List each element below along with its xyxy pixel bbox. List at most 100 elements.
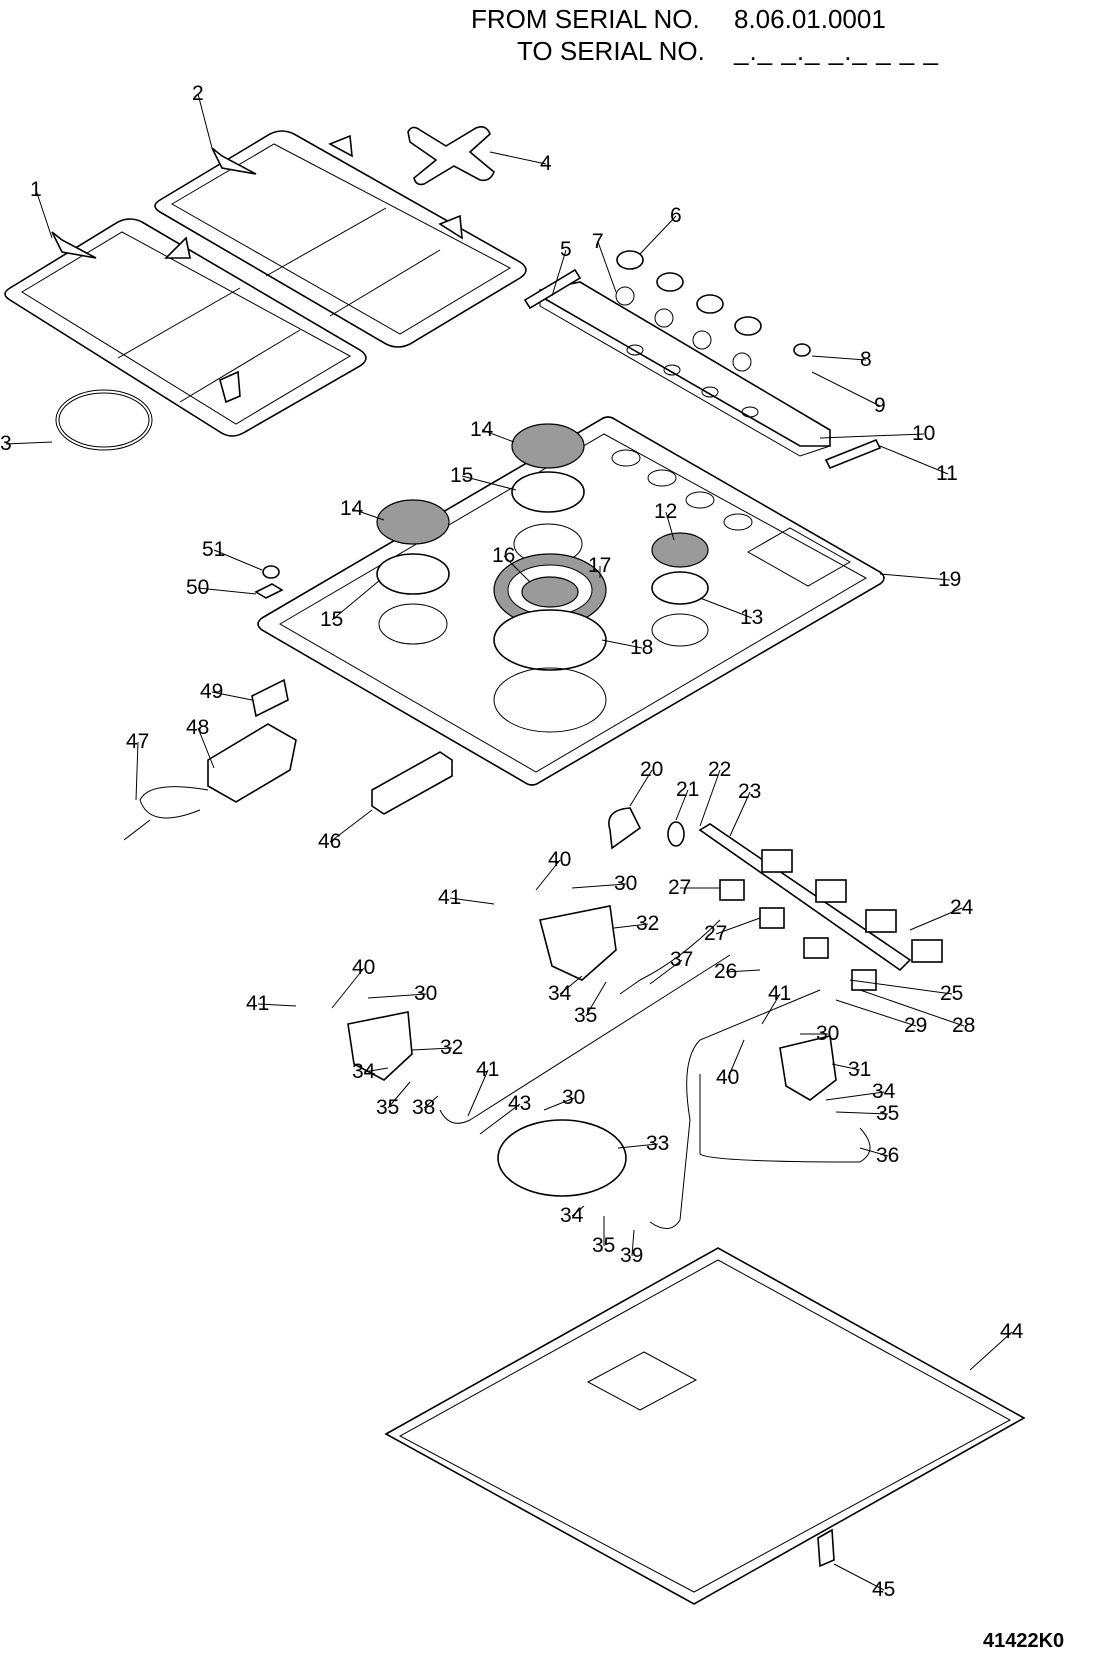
callout-injector: 30 (414, 982, 437, 1005)
callout-gas-tap: 26 (714, 960, 737, 983)
side-bracket (523, 268, 582, 310)
callout-control-knob: 6 (670, 204, 682, 227)
leader-line-c40a (535, 859, 561, 891)
gas-pipe (649, 989, 821, 1229)
callout-nut: 35 (574, 1004, 597, 1027)
bottom-tray (384, 1247, 1026, 1605)
leader-line-c24 (909, 907, 963, 931)
callout-seal-washer: 21 (676, 778, 699, 801)
callout-burner-cap-small: 12 (654, 500, 677, 523)
leader-line-c5 (551, 249, 567, 297)
callout-wok-burner-cup: 33 (646, 1132, 669, 1155)
reduction-grid (407, 126, 495, 186)
callout-elbow-fitting: 20 (640, 758, 663, 781)
callout-clamp: 50 (186, 576, 209, 599)
callout-electrode-clip: 41 (438, 886, 461, 909)
leader-line-c41b (257, 1003, 297, 1007)
leader-line-c50 (197, 587, 257, 595)
leader-line-c1 (35, 189, 53, 239)
burner-medium-rear (511, 423, 585, 565)
leader-line-c30a (571, 883, 627, 889)
burner-cup (347, 1011, 413, 1081)
callout-burner-cup: 32 (636, 912, 659, 935)
mains-cable (123, 786, 209, 841)
callout-burner-head-medium: 15 (320, 608, 343, 631)
leader-line-c43 (479, 1103, 521, 1135)
callout-electrode-clip: 41 (476, 1058, 499, 1081)
gas-pipe (699, 1074, 871, 1163)
callout-gas-pipe: 36 (876, 1144, 899, 1167)
spark-generator (207, 723, 297, 803)
leader-line-c25 (849, 979, 953, 995)
callout-ignition-switch: 9 (874, 394, 886, 417)
leader-line-c44 (969, 1331, 1013, 1371)
callout-burner-cap-medium: 14 (340, 497, 364, 520)
callout-push-button: 8 (860, 348, 872, 371)
leader-line-c6 (639, 215, 677, 255)
callout-control-panel: 10 (912, 422, 935, 445)
leader-line-c2 (197, 93, 213, 149)
leader-line-c47 (135, 741, 139, 801)
callout-nut: 35 (876, 1102, 899, 1125)
elbow-fitting (608, 807, 642, 850)
leader-line-c3 (5, 441, 53, 445)
burner-wok (493, 553, 607, 733)
callout-bottom-tray: 44 (1000, 1320, 1024, 1343)
callout-side-bracket: 5 (560, 238, 572, 261)
leader-line-c48 (197, 727, 215, 769)
leader-line-c40c (727, 1039, 745, 1079)
leader-line-c14a (481, 429, 515, 443)
callout-burner-cup-small: 31 (848, 1058, 871, 1081)
burner-medium-left (376, 499, 450, 645)
callout-pan-support-left: 1 (30, 178, 42, 201)
leader-line-c15a (461, 475, 517, 491)
callout-spark-generator: 48 (186, 716, 209, 739)
leader-line-c30b (367, 993, 427, 999)
callout-manifold-bracket: 24 (950, 896, 974, 919)
drawing-code: 41422K0 (983, 1630, 1065, 1652)
leader-line-c23 (729, 791, 751, 837)
callout-nut: 35 (376, 1096, 399, 1119)
leader-line-c37 (649, 959, 683, 985)
callout-olive: 34 (560, 1204, 584, 1227)
leader-line-c32b (411, 1047, 453, 1051)
callout-gas-pipe: 39 (620, 1244, 643, 1267)
leader-line-c35c (835, 1111, 889, 1115)
terminal-block (251, 678, 289, 718)
callout-injector: 30 (614, 872, 637, 895)
leader-line-c30d (543, 1097, 575, 1111)
leader-line-c27b (715, 917, 761, 935)
callout-electrode-clip: 41 (768, 982, 791, 1005)
leader-line-c8 (811, 355, 867, 361)
leader-line-c35b (387, 1081, 411, 1109)
callout-pan-support-right: 2 (192, 82, 204, 105)
leader-line-c16 (503, 555, 531, 583)
push-button (793, 343, 811, 357)
callout-burner-cap-medium: 14 (470, 418, 494, 441)
leader-line-c49 (211, 691, 253, 701)
callout-gas-tap: 27 (668, 876, 691, 899)
leader-line-c45 (833, 1563, 885, 1591)
callout-injector: 30 (562, 1086, 585, 1109)
callout-reduction-grid: 4 (540, 152, 552, 175)
leader-line-c33 (617, 1143, 659, 1149)
callout-burner-cup: 32 (440, 1036, 463, 1059)
leader-line-c26 (725, 969, 761, 973)
leader-line-c20 (629, 769, 653, 807)
leader-line-c41c (467, 1069, 489, 1117)
clamp (254, 583, 284, 599)
leader-line-c9 (811, 371, 881, 407)
callout-olive: 34 (548, 982, 572, 1005)
gas-pipe (619, 919, 721, 995)
leader-line-c38 (423, 1095, 439, 1109)
wok-ring (55, 389, 153, 451)
callout-electrode-clip: 41 (246, 992, 269, 1015)
callout-fixing-bracket: 46 (318, 830, 341, 853)
leader-line-c39 (631, 1229, 635, 1257)
callout-spark-electrode-wok: 43 (508, 1092, 531, 1115)
screw (262, 565, 280, 579)
leader-line-c21 (675, 789, 689, 821)
gas-manifold (698, 823, 912, 972)
callout-outer-ring-wok: 17 (588, 554, 611, 577)
